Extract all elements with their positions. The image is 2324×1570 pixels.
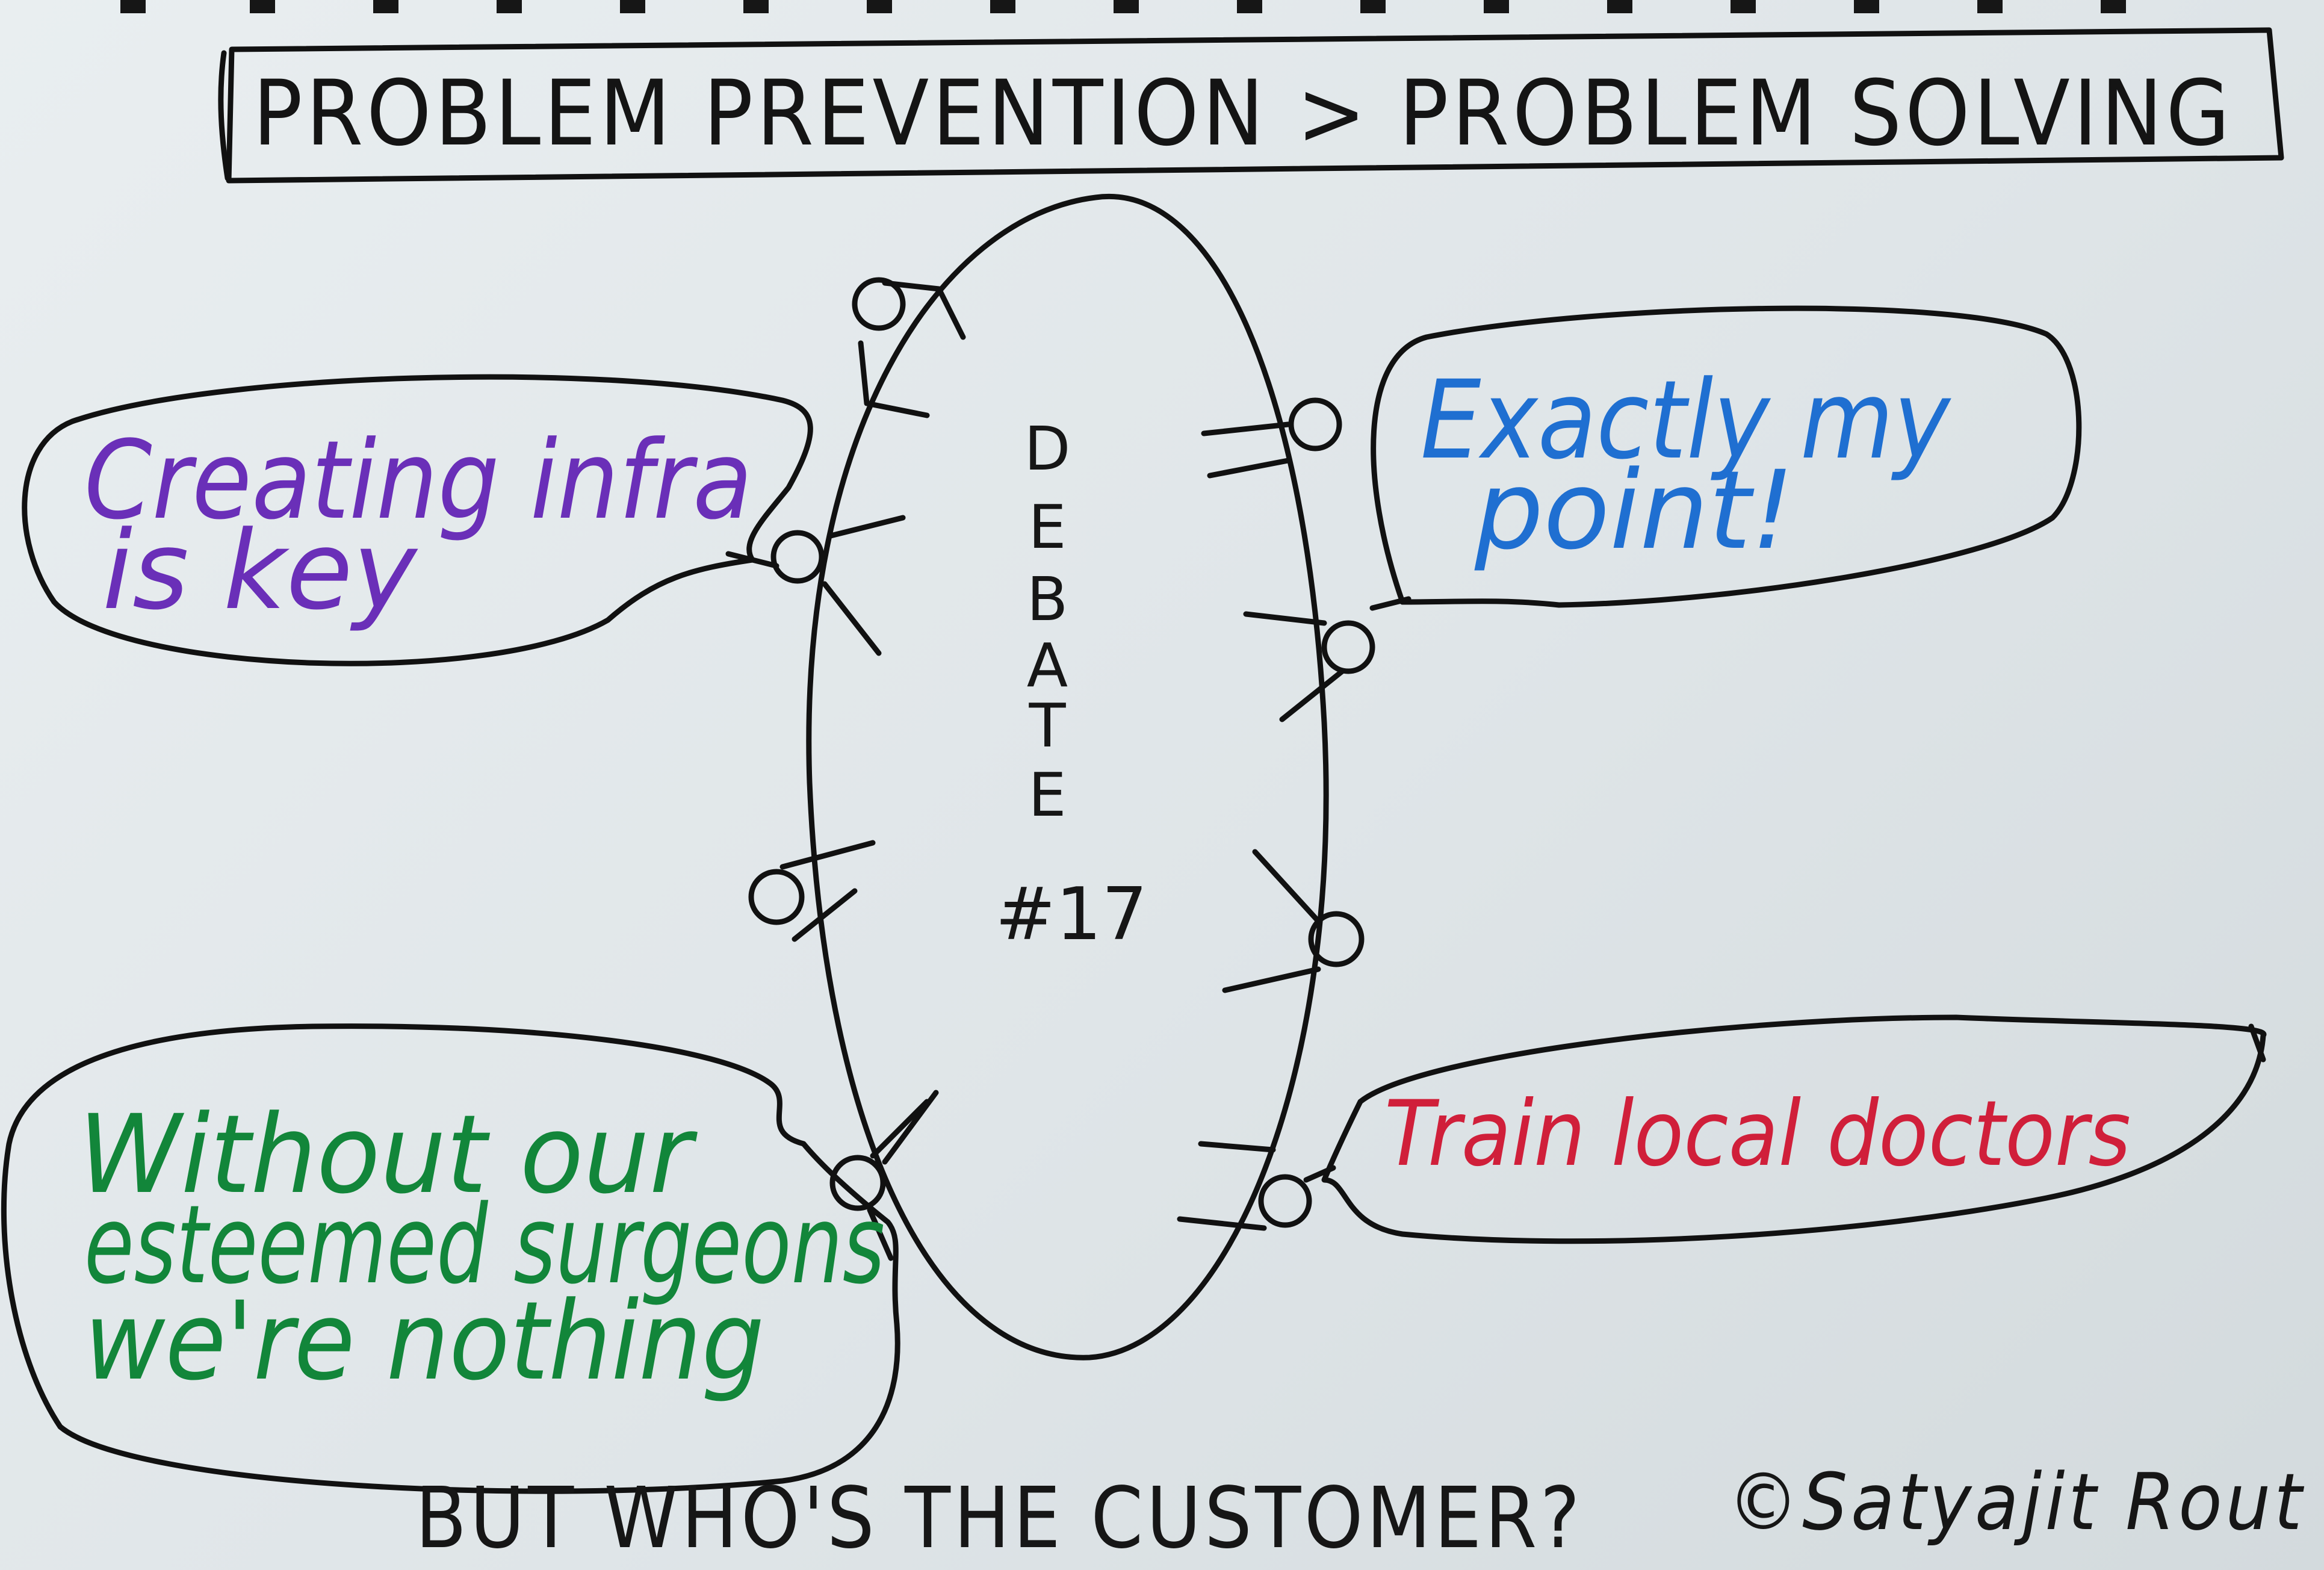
person-red-speaker [1177,1141,1336,1231]
person-blue-first [1201,397,1342,479]
blue-bubble-line-1: Exactly my [1421,358,1951,483]
red-bubble-line-1: Train local doctors [1384,1082,2131,1187]
page-title: PROBLEM PREVENTION > PROBLEM SOLVING [253,61,2233,166]
person-middle-left [748,840,876,942]
debate-letter-1: D [1024,414,1070,484]
footer-question: BUT WHO'S THE CUSTOMER? [415,1469,1583,1568]
purple-speech-bubble [22,374,813,666]
title-box [226,27,2284,184]
green-bubble-line-1: Without our [78,1092,698,1218]
debate-letter-3: B [1027,564,1068,635]
green-speech-bubble [1,1023,900,1494]
person-middle-right [1222,849,1365,993]
debate-letter-2: E [1028,492,1066,562]
red-speech-bubble [1321,1014,2267,1244]
person-purple-speaker [725,515,906,656]
signature: ©Satyajit Rout [1728,1456,2305,1548]
debate-letter-6: E [1028,760,1066,830]
purple-bubble-line-1: Creating infra [84,418,752,544]
person-green-speaker [829,1090,939,1261]
person-blue-speaker [1243,596,1411,722]
spiral-binding [120,0,2126,13]
debate-letter-4: A [1027,630,1068,701]
blue-speech-bubble [1371,305,2082,608]
green-bubble-line-2: esteemed surgeons [84,1182,885,1308]
purple-bubble-line-2: is key [102,508,418,634]
debate-letter-5: T [1028,690,1066,761]
person-top-left [852,277,966,418]
debate-table [806,194,1329,1361]
blue-bubble-line-2: point! [1474,448,1794,574]
green-bubble-line-3: we're nothing [84,1279,764,1404]
debate-number: #17 [995,873,1147,957]
